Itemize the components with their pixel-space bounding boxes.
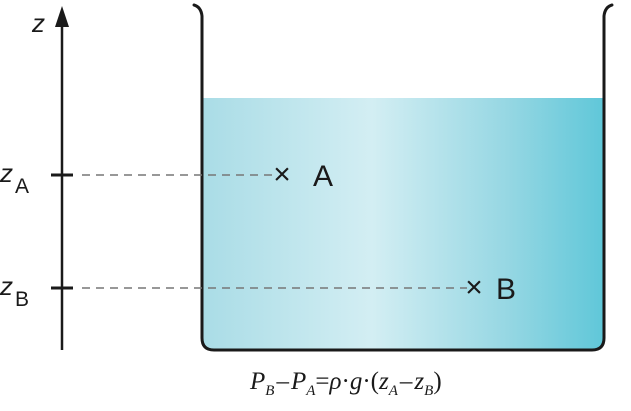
z-axis (55, 6, 69, 350)
point-b-mark: × (465, 271, 483, 304)
point-b-label: B (496, 273, 516, 306)
point-b: × B (465, 271, 516, 306)
water (202, 98, 604, 350)
axis-arrow-icon (55, 6, 69, 27)
point-a-label: A (313, 160, 333, 193)
svg-text:B: B (15, 288, 29, 311)
svg-text:A: A (15, 175, 29, 198)
level-label-zb: z B (0, 271, 29, 311)
svg-text:z: z (0, 271, 13, 301)
point-a-mark: × (273, 158, 291, 191)
level-label-za: z A (0, 158, 29, 198)
point-a: × A (273, 158, 333, 193)
svg-text:z: z (0, 158, 13, 188)
axis-label: z (31, 8, 45, 38)
beaker (192, 3, 614, 352)
formula: PB–PA=ρ·g·(zA–zB) (249, 368, 442, 399)
